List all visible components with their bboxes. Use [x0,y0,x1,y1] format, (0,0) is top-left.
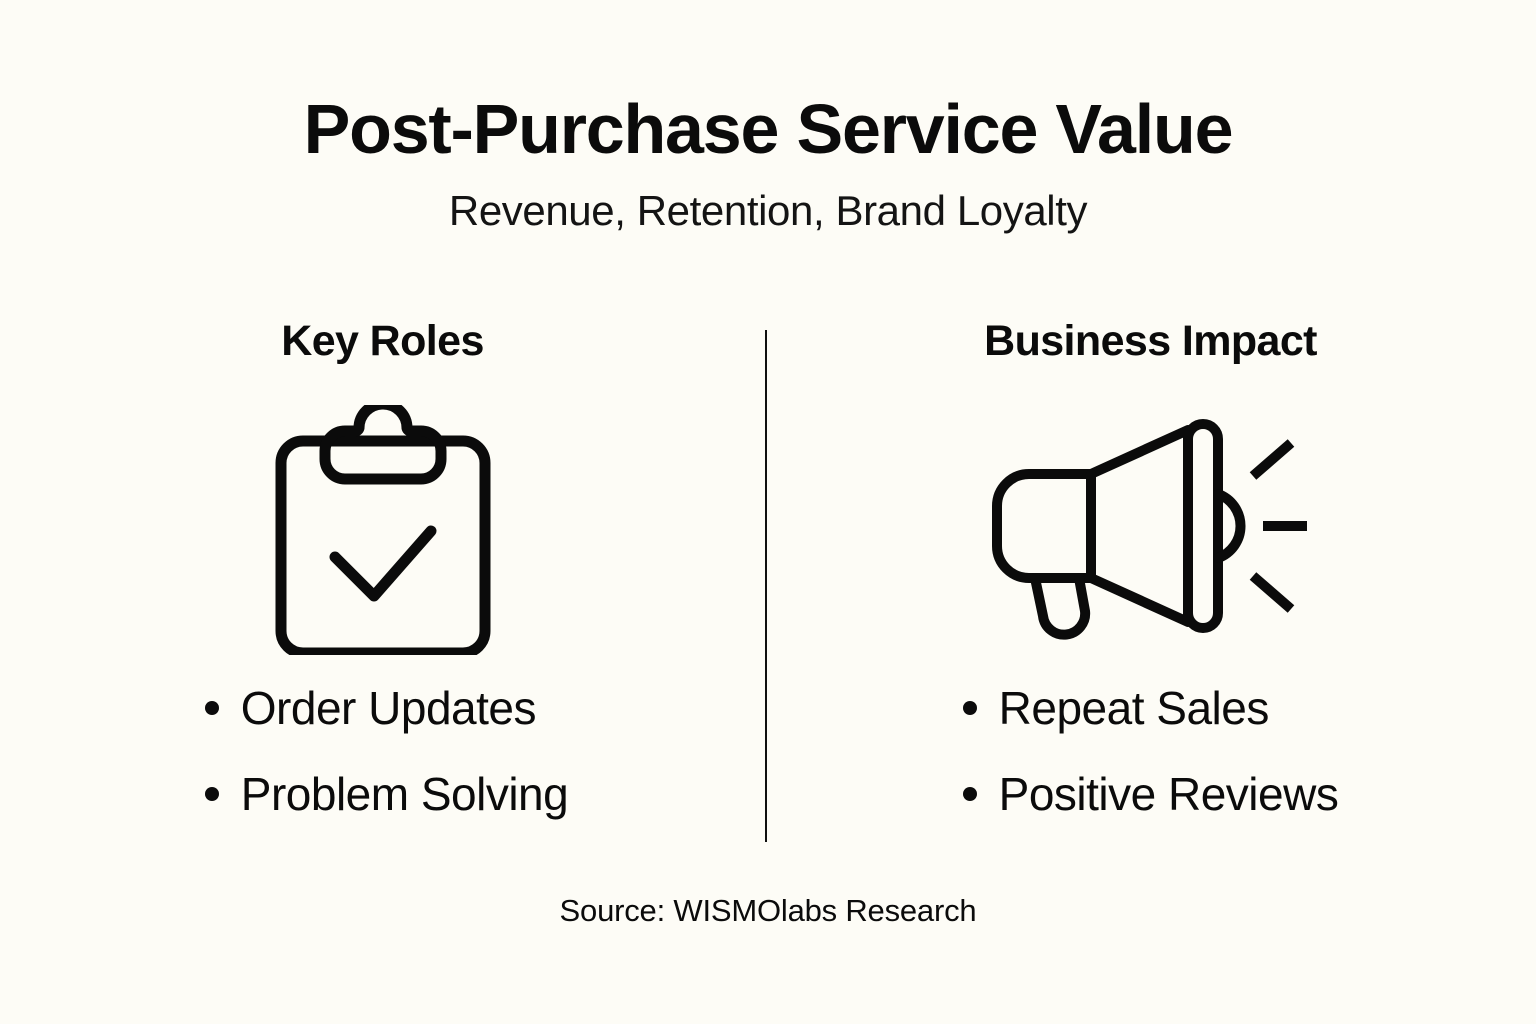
column-heading-business-impact: Business Impact [984,317,1317,365]
page-subtitle: Revenue, Retention, Brand Loyalty [448,187,1088,235]
bullet-dot-icon [204,701,219,716]
page-title: Post-Purchase Service Value [303,90,1234,168]
bullet-label: Order Updates [240,682,537,735]
bullet-list-business-impact: Repeat Sales Positive Reviews [962,682,1339,821]
bullet-dot-icon [204,787,219,802]
list-item: Order Updates [204,682,568,735]
bullet-dot-icon [962,701,977,716]
list-item: Problem Solving [204,768,569,821]
megaphone-icon [986,405,1316,655]
list-item: Positive Reviews [962,768,1339,821]
column-heading-key-roles: Key Roles [281,317,484,365]
column-business-impact: Business Impact [765,317,1536,821]
list-item: Repeat Sales [962,682,1339,735]
source-attribution: Source: WISMOlabs Research [559,893,977,928]
header: Post-Purchase Service Value Revenue, Ret… [0,92,1536,234]
column-divider [765,330,767,842]
bullet-label: Repeat Sales [998,682,1270,735]
column-key-roles: Key Roles Order Updates [0,317,765,821]
clipboard-check-icon [258,405,508,656]
bullet-dot-icon [962,787,977,802]
bullet-label: Problem Solving [240,768,569,821]
bullet-label: Positive Reviews [998,768,1339,821]
bullet-list-key-roles: Order Updates Problem Solving [204,682,569,821]
columns-container: Key Roles Order Updates [0,317,1536,858]
